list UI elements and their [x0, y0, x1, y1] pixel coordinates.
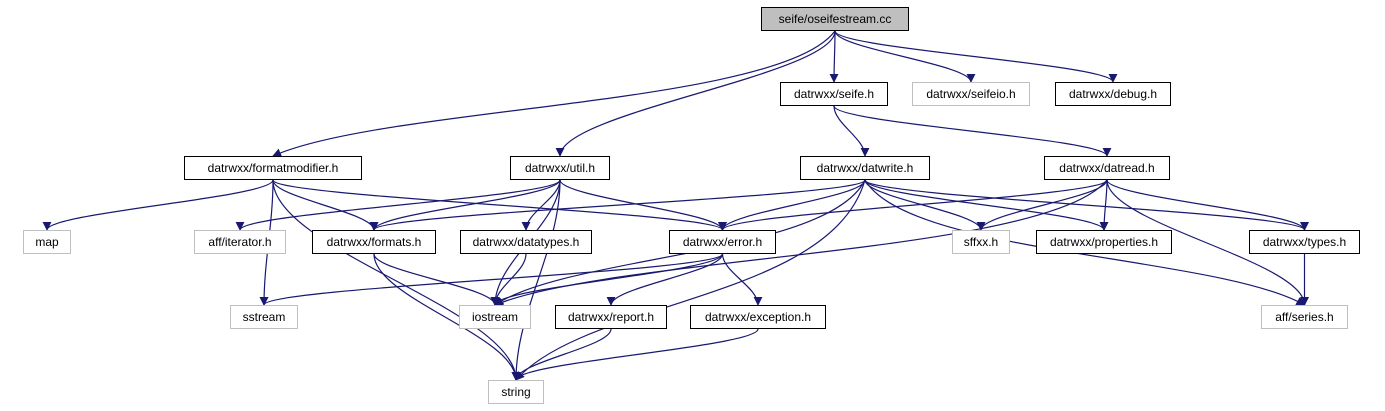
- edge-datread-h-to-types-h: [1106, 179, 1309, 231]
- node-debug-h[interactable]: datrwxx/debug.h: [1055, 82, 1171, 106]
- edge-formats-h-to-string: [373, 253, 521, 381]
- node-sffxx-h: sffxx.h: [952, 230, 1010, 254]
- edge-util-h-to-datatypes-h: [521, 179, 561, 231]
- edge-datwrite-h-to-sffxx-h: [864, 179, 986, 231]
- node-root: seife/oseifestream.cc: [761, 7, 909, 31]
- edge-exception-h-to-string: [511, 328, 759, 381]
- node-datatypes-h[interactable]: datrwxx/datatypes.h: [460, 230, 592, 254]
- node-error-h[interactable]: datrwxx/error.h: [669, 230, 776, 254]
- node-aff-series-h: aff/series.h: [1261, 305, 1348, 329]
- edge-util-h-to-string: [511, 179, 561, 381]
- node-seifeio-h: datrwxx/seifeio.h: [912, 82, 1030, 106]
- edge-util-h-to-error-h: [559, 179, 727, 231]
- node-seife-h[interactable]: datrwxx/seife.h: [780, 82, 888, 106]
- node-sstream: sstream: [230, 305, 298, 329]
- edge-root-to-util-h: [555, 30, 836, 157]
- edge-error-h-to-iostream: [490, 253, 724, 306]
- edge-error-h-to-sstream: [259, 253, 724, 306]
- edge-layer: [42, 30, 1309, 381]
- edge-datwrite-h-to-properties-h: [864, 179, 1109, 231]
- edge-formatmodifier-h-to-map: [42, 179, 274, 231]
- edge-datread-h-to-aff-series-h: [1106, 179, 1309, 306]
- edge-formatmodifier-h-to-error-h: [272, 179, 727, 231]
- edge-datwrite-h-to-formats-h: [369, 179, 866, 231]
- edge-datread-h-to-properties-h: [1099, 179, 1109, 231]
- edge-datwrite-h-to-error-h: [718, 179, 866, 231]
- edge-root-to-seifeio-h: [834, 30, 976, 83]
- node-exception-h[interactable]: datrwxx/exception.h: [690, 305, 826, 329]
- edge-datwrite-h-to-string: [515, 179, 866, 381]
- node-formats-h[interactable]: datrwxx/formats.h: [312, 230, 436, 254]
- node-datread-h[interactable]: datrwxx/datread.h: [1044, 156, 1170, 180]
- edge-formatmodifier-h-to-string: [272, 179, 521, 381]
- node-properties-h[interactable]: datrwxx/properties.h: [1036, 230, 1172, 254]
- edge-error-h-to-report-h: [606, 253, 724, 306]
- node-string: string: [488, 380, 544, 404]
- node-formatmodifier-h[interactable]: datrwxx/formatmodifier.h: [184, 156, 362, 180]
- node-types-h[interactable]: datrwxx/types.h: [1249, 230, 1360, 254]
- edge-formats-h-to-iostream: [373, 253, 500, 306]
- node-datwrite-h[interactable]: datrwxx/datwrite.h: [800, 156, 930, 180]
- edge-root-to-seife-h: [829, 30, 839, 83]
- edge-util-h-to-aff-iterator-h: [235, 179, 561, 231]
- edge-datread-h-to-error-h: [718, 179, 1108, 231]
- edge-formatmodifier-h-to-formats-h: [272, 179, 379, 231]
- edge-seife-h-to-datwrite-h: [833, 105, 870, 157]
- edge-error-h-to-exception-h: [721, 253, 763, 306]
- edge-util-h-to-formats-h: [369, 179, 561, 231]
- node-util-h[interactable]: datrwxx/util.h: [510, 156, 610, 180]
- node-report-h[interactable]: datrwxx/report.h: [555, 305, 667, 329]
- edge-seife-h-to-datread-h: [833, 105, 1112, 157]
- edge-root-to-debug-h: [834, 30, 1118, 83]
- edge-root-to-formatmodifier-h: [272, 30, 836, 157]
- node-iostream: iostream: [459, 305, 531, 329]
- edge-datwrite-h-to-types-h: [864, 179, 1309, 231]
- node-map: map: [23, 230, 71, 254]
- node-aff-iterator-h: aff/iterator.h: [194, 230, 286, 254]
